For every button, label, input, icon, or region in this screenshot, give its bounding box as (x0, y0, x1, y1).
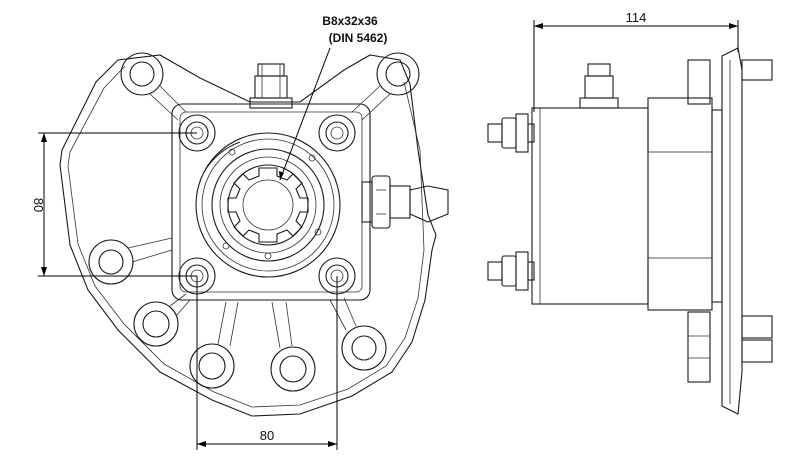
horizontal-dimension-value: 80 (260, 428, 274, 443)
vertical-dimension-value: 80 (31, 198, 46, 212)
top-fitting (249, 63, 293, 109)
central-flange (195, 132, 341, 278)
spline-spec-label: B8x32x36 (322, 14, 378, 28)
stud-top-right (318, 114, 356, 152)
side-view (487, 47, 773, 415)
top-right-boss (351, 52, 420, 121)
overall-length-dimension: 114 (533, 10, 739, 112)
side-left-stud-bottom (487, 251, 535, 291)
side-right-studs (687, 59, 773, 383)
standard-label: (DIN 5462) (329, 31, 388, 45)
side-body (531, 107, 649, 305)
front-view (59, 52, 449, 417)
spline-callout: B8x32x36 (DIN 5462) (279, 14, 388, 181)
side-left-stud-top (487, 113, 535, 153)
side-fitting (361, 175, 449, 229)
side-top-fitting (579, 63, 619, 109)
mounting-plate-outline (59, 54, 437, 417)
side-cylinder (647, 97, 713, 311)
top-left-boss (120, 52, 187, 121)
overall-length-value: 114 (626, 10, 647, 25)
splined-bore (227, 167, 309, 243)
side-flange-plate (721, 47, 743, 415)
horizontal-dimension: 80 (196, 276, 338, 450)
vertical-dimension: 80 (31, 132, 197, 277)
side-hub (711, 109, 723, 303)
lower-bolt-holes (88, 237, 387, 392)
